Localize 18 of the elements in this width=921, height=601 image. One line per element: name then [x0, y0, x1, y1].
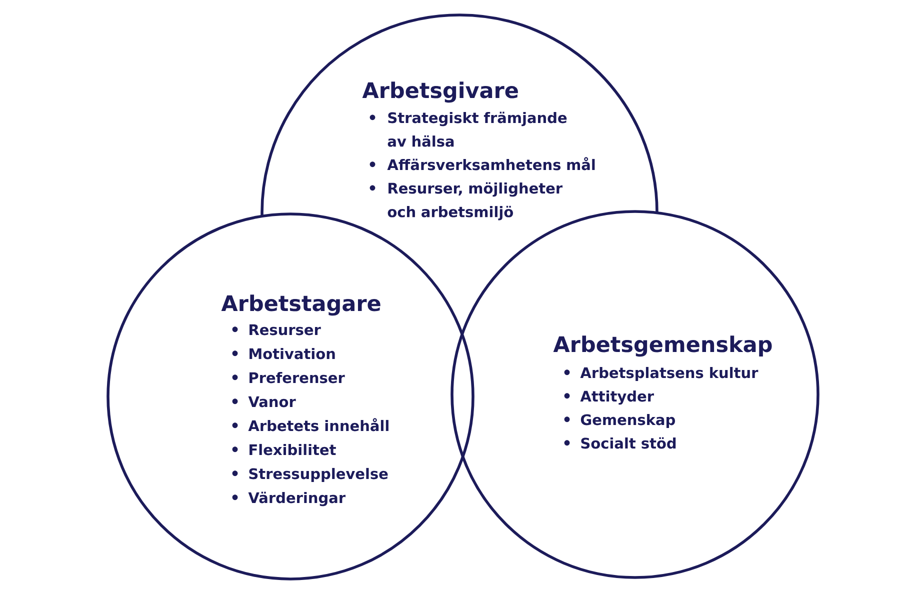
- list-item: Motivation: [250, 348, 335, 360]
- list-item: Affärsverksamhetens mål: [387, 157, 595, 170]
- list-item: Arbetets innehåll: [248, 418, 388, 432]
- list-item: Flexibilitet: [250, 444, 336, 456]
- list-item: Attityder: [580, 390, 654, 405]
- list-item: Preferenser: [250, 372, 345, 384]
- list-item: Värderingar: [248, 492, 346, 506]
- heading: Arbetsgemenskap: [553, 336, 772, 357]
- list-item: Resurser, möjligheter och arbetsmiljö: [388, 182, 562, 220]
- list-item: Arbetsplatsens kultur: [580, 366, 758, 381]
- list-item: Gemenskap: [580, 414, 675, 428]
- list-item: Stressupplevelse: [249, 468, 388, 482]
- heading: Arbetsgivare: [362, 82, 518, 103]
- list-item: Socialt stöd: [581, 437, 676, 449]
- heading: Arbetstagare: [221, 294, 380, 316]
- list-item: Resurser: [250, 324, 321, 336]
- list-item: Strategiskt främjande av hälsa: [388, 112, 567, 147]
- list-item: Vanor: [248, 396, 296, 408]
